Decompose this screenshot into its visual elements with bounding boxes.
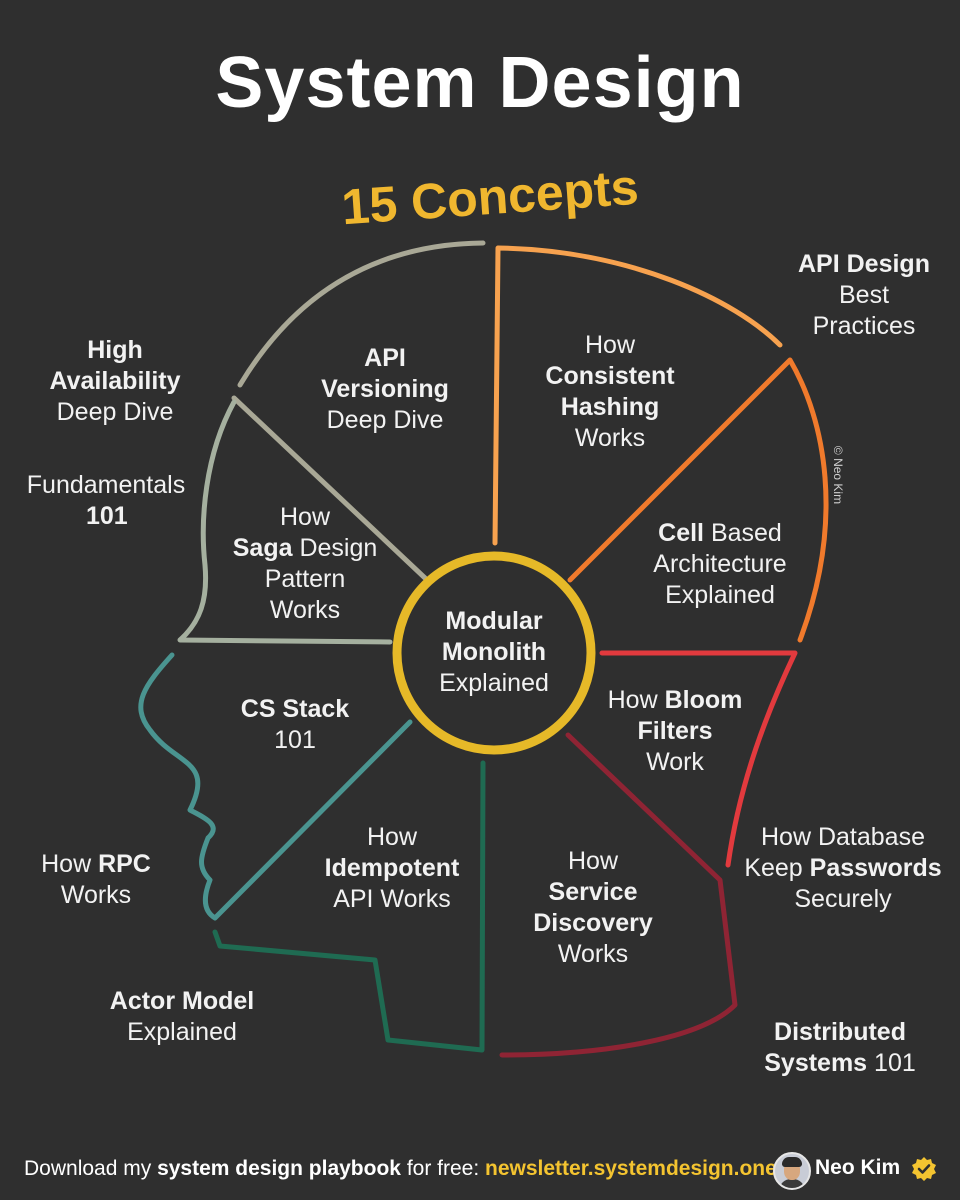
label-cell-based-regular: Architecture Explained [653,550,787,609]
footer: Download my system design playbook for f… [0,1140,960,1200]
label-rpc-regular: Works [60,881,132,909]
label-api-versioning: API Versioning Deep Dive [295,343,475,436]
label-rpc-bold: RPC [98,850,151,878]
label-bloom-filters-bold: Bloom [664,686,743,714]
label-bloom-filters-bold2: Filters [637,717,713,745]
label-bloom-filters-pre: How [607,686,665,714]
page-title: System Design [215,43,745,123]
label-cs-stack-bold: CS Stack [240,695,350,723]
label-fundamentals-regular: Fundamentals [26,471,186,499]
label-modular-monolith-bold: Modular Monolith [441,607,547,666]
watermark: © Neo Kim [831,445,845,505]
label-api-design-regular: Best Practices [812,281,916,340]
label-modular-monolith: Modular Monolith Explained [404,606,584,699]
label-distributed-systems-bold: Distributed Systems [764,1018,906,1077]
label-consistent-hashing-pre: How [584,331,635,359]
label-database-passwords-mid: Keep [744,854,810,882]
label-distributed-systems: Distributed Systems 101 [745,986,935,1079]
segment-teal-outline [138,652,413,921]
label-consistent-hashing-bold: Consistent Hashing [545,362,675,421]
segment-light-orange-outline [492,245,783,546]
label-service-discovery-regular: Works [557,940,629,968]
label-database-passwords: How Database Keep Passwords Securely [733,822,953,915]
label-service-discovery: How Service Discovery Works [503,846,683,970]
label-actor-model-regular: Explained [127,1018,237,1046]
label-fundamentals: Fundamentals 101 [16,470,196,532]
label-saga-bold: Saga [232,534,293,562]
label-idempotent-regular: API Works [333,885,451,913]
label-cs-stack: CS Stack 101 [205,694,385,756]
footer-text-post: for free: [400,1157,486,1180]
label-high-availability-regular: Deep Dive [56,398,174,426]
segment-olive-outline [231,240,486,581]
label-consistent-hashing: How Consistent Hashing Works [520,330,700,454]
label-service-discovery-pre: How [567,847,618,875]
label-modular-monolith-regular: Explained [439,669,549,697]
label-saga: How Saga Design Pattern Works [215,502,395,626]
label-bloom-filters: How Bloom Filters Work [585,685,765,778]
label-saga-mid: Design [292,534,378,562]
label-consistent-hashing-regular: Works [574,424,646,452]
segment-green-outline [212,760,486,1053]
verified-badge-icon [912,1157,936,1181]
label-rpc-pre: How [41,850,99,878]
label-api-design: API Design Best Practices [774,249,954,342]
center-ring [392,551,596,755]
label-database-passwords-pre: How Database [761,823,925,851]
label-saga-regular: Pattern Works [264,565,346,624]
label-api-versioning-bold: API Versioning [321,344,449,403]
label-cs-stack-regular: 101 [274,726,316,754]
label-database-passwords-regular: Securely [794,885,892,913]
segment-maroon-outline [499,732,738,1058]
footer-playbook: system design playbook [157,1157,401,1180]
segment-orange-outline [567,357,829,643]
label-idempotent: How Idempotent API Works [302,822,482,915]
segment-sage-outline [177,399,393,645]
head-diagram [138,240,829,1058]
footer-text-pre: Download my [24,1157,158,1180]
label-cell-based-bold: Cell [658,519,704,547]
label-fundamentals-bold: 101 [86,502,128,530]
label-database-passwords-bold: Passwords [809,854,942,882]
label-service-discovery-bold: Service Discovery [533,878,653,937]
label-idempotent-bold: Idempotent [324,854,460,882]
label-distributed-systems-regular: 101 [867,1049,916,1077]
label-cell-based: Cell Based Architecture Explained [620,518,820,611]
footer-newsletter-link[interactable]: newsletter.systemdesign.one [485,1157,777,1180]
label-bloom-filters-regular: Work [646,748,704,776]
label-saga-pre: How [279,503,330,531]
segment-red-outline [599,650,798,868]
label-actor-model: Actor Model Explained [82,986,282,1048]
label-actor-model-bold: Actor Model [109,987,255,1015]
label-api-versioning-regular: Deep Dive [326,406,444,434]
label-high-availability: High Availability Deep Dive [25,335,205,428]
label-api-design-bold: API Design [798,250,930,278]
author-name: Neo Kim [815,1156,901,1179]
footer-text: Download my system design playbook for f… [24,1157,777,1181]
label-idempotent-pre: How [366,823,417,851]
avatar-icon [773,1152,811,1190]
label-cell-based-mid: Based [704,519,782,547]
label-rpc: How RPC Works [6,849,186,911]
label-high-availability-bold: High Availability [49,336,181,395]
